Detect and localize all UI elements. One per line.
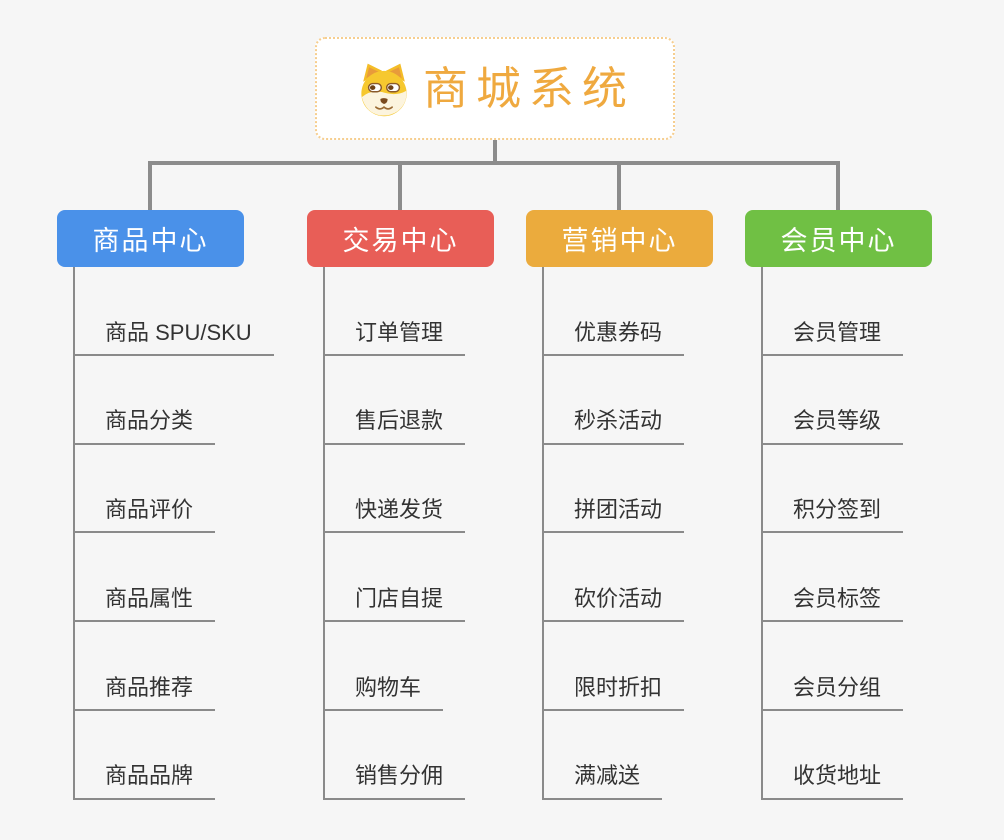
branch-trunk-line — [542, 267, 544, 800]
branch-item-label[interactable]: 秒杀活动 — [542, 408, 685, 445]
branch-item-label[interactable]: 优惠券码 — [542, 320, 685, 356]
branch-item-label[interactable]: 订单管理 — [323, 320, 466, 356]
branch-item: 秒杀活动 — [542, 356, 685, 445]
branch-items-marketing: 优惠券码秒杀活动拼团活动砍价活动限时折扣满减送 — [542, 267, 685, 800]
connector-root-stem — [493, 140, 497, 165]
branch-item-label[interactable]: 销售分佣 — [323, 763, 466, 800]
branch-item: 售后退款 — [323, 356, 466, 445]
branch-item: 收货地址 — [761, 711, 904, 800]
root-title: 商城系统 — [422, 63, 635, 114]
branch-trunk-line — [761, 267, 763, 800]
branch-item-label[interactable]: 会员等级 — [761, 408, 904, 445]
branch-trunk-line — [323, 267, 325, 800]
connector-drop-1 — [148, 163, 152, 210]
branch-item-label[interactable]: 限时折扣 — [542, 675, 685, 711]
connector-drop-3 — [617, 163, 621, 210]
branch-header-member[interactable]: 会员中心 — [745, 210, 932, 267]
branch-item: 会员等级 — [761, 356, 904, 445]
branch-item-label[interactable]: 售后退款 — [323, 408, 466, 445]
branch-item-label[interactable]: 会员分组 — [761, 675, 904, 711]
branch-item-label[interactable]: 商品评价 — [73, 497, 216, 534]
branch-header-product[interactable]: 商品中心 — [57, 210, 244, 267]
connector-drop-4 — [836, 163, 840, 210]
branch-item: 优惠券码 — [542, 267, 685, 356]
branch-item-label[interactable]: 商品 SPU/SKU — [73, 320, 274, 356]
branch-items-product: 商品 SPU/SKU 商品分类商品评价商品属性商品推荐商品品牌 — [73, 267, 274, 800]
branch-item: 快递发货 — [323, 445, 466, 534]
branch-item: 订单管理 — [323, 267, 466, 356]
branch-item-label[interactable]: 会员标签 — [761, 586, 904, 623]
branch-item-label[interactable]: 快递发货 — [323, 497, 466, 534]
connector-drop-2 — [398, 163, 402, 210]
connector-bus — [148, 161, 840, 165]
branch-item: 限时折扣 — [542, 622, 685, 711]
branch-item-label[interactable]: 门店自提 — [323, 586, 466, 623]
branch-items-member: 会员管理会员等级积分签到会员标签会员分组收货地址 — [761, 267, 904, 800]
branch-item: 商品属性 — [73, 533, 274, 623]
branch-item: 拼团活动 — [542, 445, 685, 534]
branch-item: 门店自提 — [323, 533, 466, 623]
branch-item: 商品品牌 — [73, 711, 274, 800]
branch-item: 商品评价 — [73, 445, 274, 534]
branch-item-label[interactable]: 商品推荐 — [73, 675, 216, 711]
branch-item: 商品 SPU/SKU — [73, 267, 274, 356]
branch-item: 商品推荐 — [73, 622, 274, 711]
branch-item: 砍价活动 — [542, 533, 685, 623]
branch-header-marketing[interactable]: 营销中心 — [526, 210, 713, 267]
branch-item: 满减送 — [542, 711, 684, 800]
branch-item-label[interactable]: 满减送 — [542, 763, 663, 800]
branch-item-label[interactable]: 收货地址 — [761, 763, 904, 800]
branch-item: 会员标签 — [761, 533, 904, 623]
branch-item: 会员分组 — [761, 622, 904, 711]
branch-item-label[interactable]: 会员管理 — [761, 320, 904, 356]
branch-item-label[interactable]: 拼团活动 — [542, 497, 685, 534]
branch-item-label[interactable]: 购物车 — [323, 675, 444, 711]
branch-item: 商品分类 — [73, 356, 274, 445]
branch-item-label[interactable]: 商品品牌 — [73, 763, 216, 800]
dog-face-logo-icon — [361, 63, 407, 116]
branch-header-trade[interactable]: 交易中心 — [307, 210, 494, 267]
branch-trunk-line — [73, 267, 75, 800]
branch-item-label[interactable]: 积分签到 — [761, 497, 904, 534]
branch-item: 积分签到 — [761, 445, 904, 534]
branch-item: 销售分佣 — [323, 711, 466, 800]
branch-item-label[interactable]: 商品分类 — [73, 408, 216, 445]
branch-item-label[interactable]: 商品属性 — [73, 586, 216, 623]
root-node[interactable]: 商城系统 — [315, 37, 675, 140]
branch-item: 会员管理 — [761, 267, 904, 356]
branch-items-trade: 订单管理售后退款快递发货门店自提购物车销售分佣 — [323, 267, 466, 800]
branch-item: 购物车 — [323, 622, 465, 711]
branch-item-label[interactable]: 砍价活动 — [542, 586, 685, 623]
